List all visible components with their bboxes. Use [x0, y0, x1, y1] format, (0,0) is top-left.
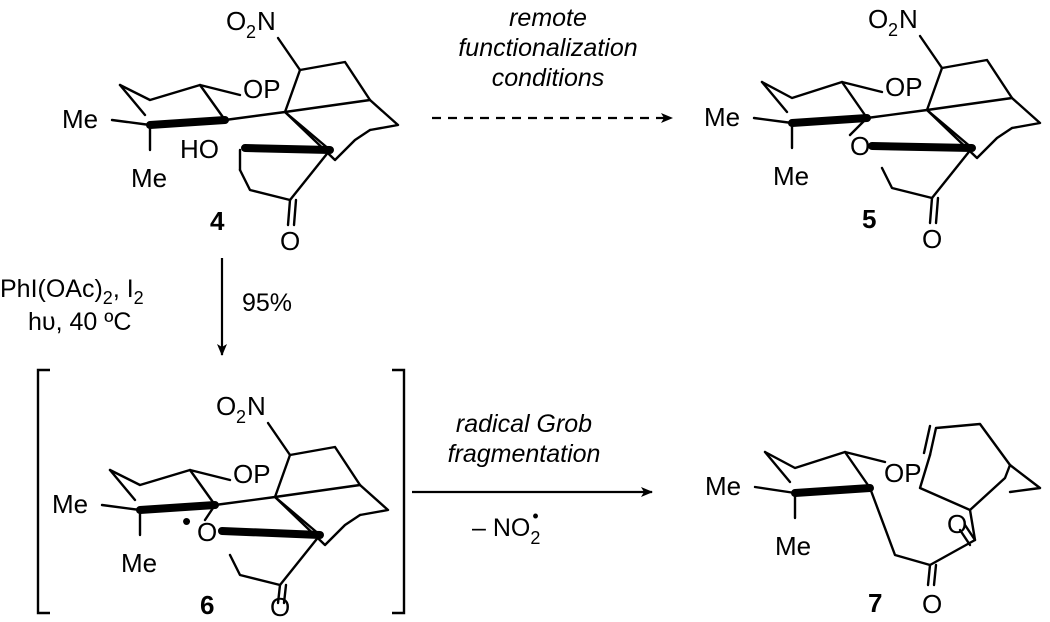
down-arrow-reagent2: hυ, 40 ºC	[28, 308, 131, 336]
top-arrow-line2: functionalization	[458, 34, 637, 62]
top-arrow-line3: conditions	[492, 64, 605, 92]
c7-op: OP	[884, 458, 922, 488]
c6-ketone-o: O	[270, 592, 290, 622]
c4-no2-sub: 2	[246, 22, 256, 42]
c6-no2-n: N	[247, 391, 266, 421]
c4-ketone-o: O	[280, 226, 300, 256]
top-arrow-line1: remote	[509, 4, 587, 32]
c7-label: 7	[868, 588, 882, 618]
c5-no2-sub: 2	[888, 20, 898, 40]
c6-radical-o: O	[197, 517, 217, 547]
compound-5: O 2 N OP Me Me O O 5	[704, 4, 1042, 254]
bottom-arrow-byproduct: – NO2•	[472, 506, 540, 548]
c6-label: 6	[200, 590, 214, 620]
c5-ether-o: O	[850, 131, 870, 161]
c7-ketone-o2: O	[922, 589, 942, 619]
c4-no2-o: O	[226, 6, 246, 36]
c5-label: 5	[862, 204, 876, 234]
compound-7: OP Me Me O O 7	[705, 422, 1042, 619]
left-bracket	[36, 368, 50, 615]
c5-op: OP	[885, 72, 923, 102]
c4-me1: Me	[62, 104, 98, 134]
top-arrow: remote functionalization conditions	[432, 4, 673, 123]
compound-4: O 2 N OP Me Me HO O 4	[62, 6, 400, 256]
c6-me1: Me	[52, 489, 88, 519]
down-arrow-yield: 95%	[242, 289, 292, 317]
c4-label: 4	[210, 206, 225, 236]
c6-no2-sub: 2	[236, 407, 246, 427]
c5-ketone-o: O	[922, 224, 942, 254]
c5-me2: Me	[773, 161, 809, 191]
c5-me1: Me	[704, 102, 740, 132]
c4-me2: Me	[131, 163, 167, 193]
compound-6: O 2 N OP Me Me • O O 6	[36, 368, 406, 622]
right-bracket	[392, 368, 406, 615]
bottom-arrow-line2: fragmentation	[448, 440, 601, 468]
bottom-arrow: radical Grob fragmentation – NO2•	[412, 410, 653, 548]
c6-op: OP	[233, 459, 271, 489]
c7-ketone-o1: O	[947, 509, 967, 539]
c6-radical-dot: •	[182, 506, 191, 536]
c4-no2-n: N	[257, 6, 276, 36]
c6-me2: Me	[121, 548, 157, 578]
c7-me2: Me	[775, 531, 811, 561]
c6-no2-o: O	[216, 391, 236, 421]
down-arrow: PhI(OAc)2, I2 hυ, 40 ºC 95%	[0, 258, 292, 356]
c4-oh: HO	[180, 134, 219, 164]
c5-no2-n: N	[899, 4, 918, 34]
down-arrow-reagent1: PhI(OAc)2, I2	[0, 275, 144, 308]
bottom-arrow-line1: radical Grob	[456, 410, 592, 438]
c4-op: OP	[243, 74, 281, 104]
c7-me1: Me	[705, 471, 741, 501]
c5-no2-o: O	[868, 4, 888, 34]
